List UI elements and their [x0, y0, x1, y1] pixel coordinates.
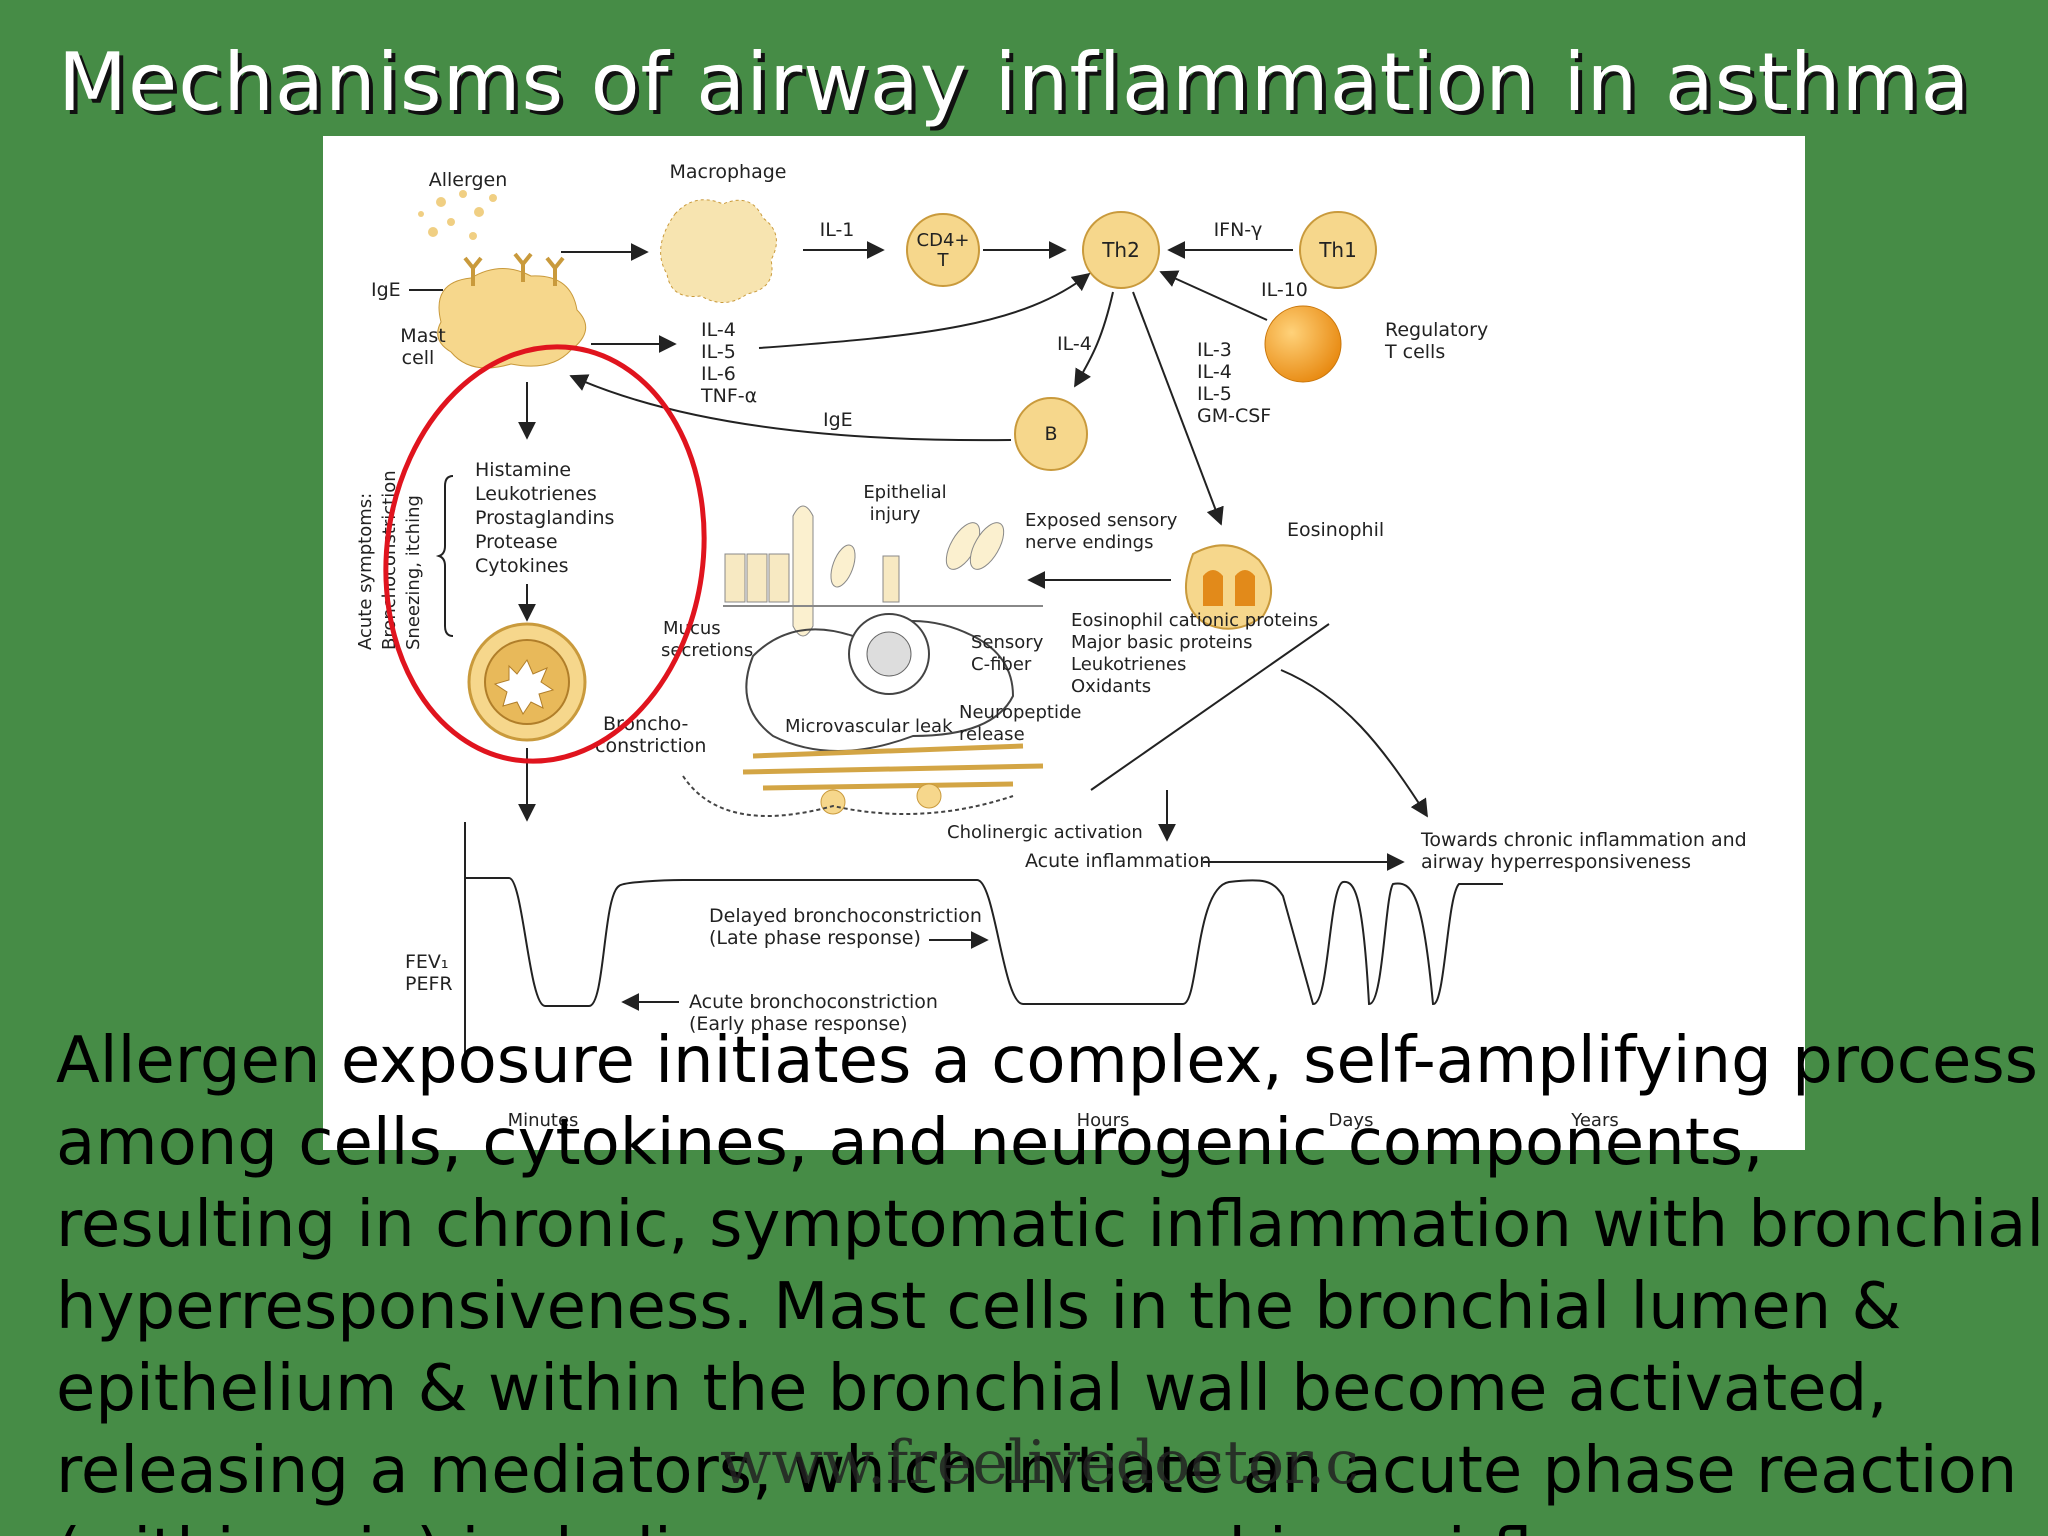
b-cell — [1014, 397, 1088, 471]
label-tnf-mast: TNF-α — [700, 385, 757, 407]
label-sensory-2: C-fiber — [971, 654, 1032, 675]
label-il6-mast: IL-6 — [701, 363, 736, 385]
label-ige-b: IgE — [823, 409, 853, 431]
diagram-svg: Allergen Macrophage IgE Mast cell IL-1 C… — [355, 161, 1747, 1131]
label-towards-1: Towards chronic inflammation and — [1420, 829, 1747, 851]
fev-curve — [465, 877, 1503, 1007]
label-delayed-1: Delayed bronchoconstriction — [709, 905, 982, 927]
label-il4-mast: IL-4 — [701, 319, 736, 341]
macrophage-cell — [660, 199, 777, 303]
label-t-years: Years — [1570, 1110, 1619, 1131]
label-broncho-2: constriction — [595, 735, 706, 757]
label-towards-2: airway hyperresponsiveness — [1421, 851, 1691, 873]
label-il5-th2: IL-5 — [1197, 383, 1232, 405]
allergen-particles — [418, 190, 497, 240]
label-protease: Protease — [475, 531, 558, 553]
label-ecp: Eosinophil cationic proteins — [1071, 610, 1318, 631]
label-fev-2: PEFR — [405, 973, 453, 995]
label-prostaglandins: Prostaglandins — [475, 507, 614, 529]
label-th2: Th2 — [1101, 238, 1140, 262]
label-fev-1: FEV₁ — [405, 951, 449, 973]
label-ifn: IFN-γ — [1214, 219, 1263, 241]
label-treg-1: Regulatory — [1385, 319, 1488, 341]
label-il3-th2: IL-3 — [1197, 339, 1232, 361]
label-sensory-1: Sensory — [971, 632, 1044, 653]
label-cytokines: Cytokines — [475, 555, 569, 577]
label-neuropeptide-1: Neuropeptide — [959, 702, 1081, 723]
label-acute-bc-1: Acute bronchoconstriction — [689, 991, 938, 1013]
label-mast-cell-2: cell — [402, 347, 435, 369]
label-leuko2: Leukotrienes — [1071, 654, 1186, 675]
highlight-circle — [383, 344, 707, 764]
label-treg-2: T cells — [1384, 341, 1445, 363]
label-mucus-1: Mucus — [663, 618, 721, 639]
label-acute-bc-2: (Early phase response) — [689, 1013, 908, 1035]
label-leukotrienes: Leukotrienes — [475, 483, 597, 505]
label-gmcsf-th2: GM-CSF — [1197, 405, 1271, 427]
label-epithelial-1: Epithelial — [863, 482, 946, 503]
label-t-minutes: Minutes — [508, 1110, 579, 1131]
label-il4-th2: IL-4 — [1197, 361, 1232, 383]
label-histamine: Histamine — [475, 459, 571, 481]
label-il10: IL-10 — [1261, 279, 1308, 301]
label-th1: Th1 — [1318, 238, 1357, 262]
label-oxidants: Oxidants — [1071, 676, 1151, 697]
label-cd4-2: T — [937, 250, 950, 271]
label-macrophage: Macrophage — [670, 161, 787, 183]
ige-receptors — [463, 252, 565, 286]
label-acute-inflammation: Acute inflammation — [1025, 850, 1211, 872]
label-cd4-1: CD4+ — [917, 230, 970, 251]
label-eosinophil: Eosinophil — [1287, 519, 1384, 541]
label-mast-cell-1: Mast — [400, 325, 445, 347]
epithelium-illustration — [682, 505, 1044, 817]
label-exposed-1: Exposed sensory — [1025, 510, 1178, 531]
regulatory-t-cell — [1264, 305, 1342, 383]
label-delayed-2: (Late phase response) — [709, 927, 921, 949]
label-il4-b: IL-4 — [1057, 333, 1092, 355]
label-il1: IL-1 — [820, 219, 855, 241]
label-acute-symptoms: Acute symptoms: — [355, 493, 376, 650]
th2-cell — [1082, 211, 1160, 289]
watermark: www.freelivedoctor.c — [720, 1428, 1359, 1498]
label-t-hours: Hours — [1077, 1110, 1130, 1131]
label-mbp: Major basic proteins — [1071, 632, 1253, 653]
label-exposed-2: nerve endings — [1025, 532, 1153, 553]
diagram-figure: Allergen Macrophage IgE Mast cell IL-1 C… — [323, 136, 1805, 1150]
eosinophil-cell — [1185, 544, 1273, 630]
label-t-days: Days — [1329, 1110, 1374, 1131]
label-ige-top: IgE — [371, 279, 401, 301]
label-epithelial-2: injury — [870, 504, 921, 525]
label-neuropeptide-2: release — [959, 724, 1025, 745]
slide-body-text: Allergen exposure initiates a complex, s… — [56, 1024, 2045, 1536]
slide-title: Mechanisms of airway inflammation in ast… — [58, 36, 1971, 129]
th1-cell — [1299, 211, 1377, 289]
label-sneezing: Sneezing, itching — [403, 495, 424, 650]
label-broncho-1: Broncho- — [603, 713, 688, 735]
cd4-t-cell — [906, 213, 980, 287]
label-b-cell: B — [1044, 423, 1057, 445]
label-microvascular: Microvascular leak — [785, 716, 953, 737]
label-il5-mast: IL-5 — [701, 341, 736, 363]
label-cholinergic: Cholinergic activation — [947, 822, 1143, 843]
label-allergen: Allergen — [429, 169, 508, 191]
label-bronchoconstriction-vert: Bronchoconstriction — [379, 470, 400, 650]
